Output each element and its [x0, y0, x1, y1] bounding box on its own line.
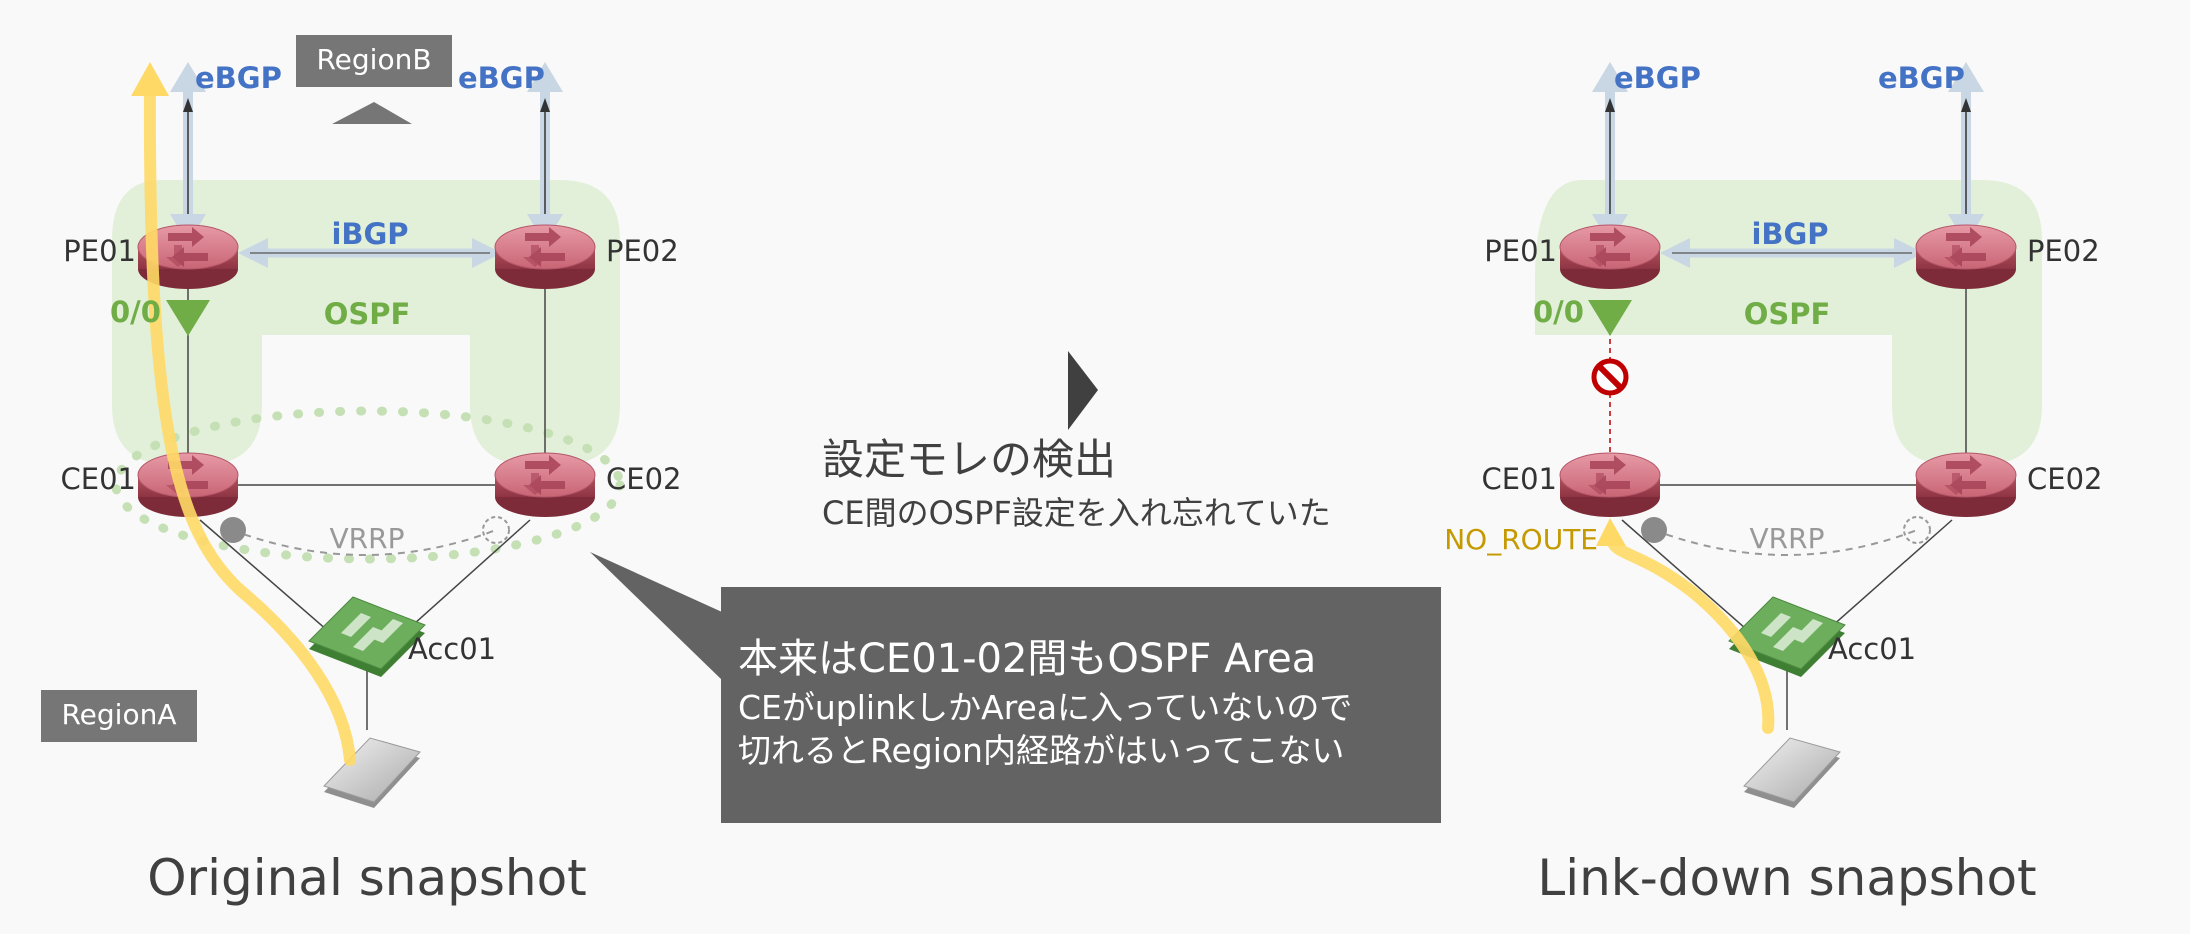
linkdown-snapshot: eBGP eBGP iBGP OSPF 0/0 VRRP NO_ROUTE PE…	[1444, 61, 2102, 907]
no-route-label: NO_ROUTE	[1444, 523, 1598, 556]
callout-box	[721, 587, 1441, 823]
pe02-router-icon	[494, 224, 596, 290]
ibgp-arrow-right-panel	[1660, 238, 1924, 268]
vrrp-backup-dot	[482, 516, 510, 544]
default-route-marker-right-panel	[1588, 300, 1632, 336]
vrrp-backup-dot-right-panel	[1903, 516, 1931, 544]
ebgp-label-right-right-panel: eBGP	[1878, 61, 1965, 95]
expected-ospf-area	[111, 406, 625, 564]
trace-path	[143, 74, 356, 766]
vrrp-master-dot-right-panel	[1641, 517, 1667, 543]
vrrp-arc-right-panel	[1653, 529, 1918, 556]
callout-line-2: 切れるとRegion内経路がはいってこない	[738, 731, 1344, 770]
trace-path-right-panel	[1606, 534, 1775, 734]
no-entry-icon	[1591, 358, 1629, 396]
vrrp-label-right-panel: VRRP	[1750, 522, 1825, 555]
ce02-label-right-panel: CE02	[2027, 462, 2102, 496]
pe02-label: PE02	[606, 234, 679, 268]
default-route-label-right-panel: 0/0	[1533, 295, 1584, 329]
triangle-right-icon	[1068, 351, 1098, 430]
callout-line-1: CEがuplinkしかAreaに入っていないので	[738, 688, 1352, 727]
region-b-label: RegionB	[316, 43, 431, 76]
pe02-router-icon-right-panel	[1915, 224, 2017, 290]
ce01-label: CE01	[61, 462, 136, 496]
default-route-label: 0/0	[110, 295, 161, 329]
ebgp-label-left: eBGP	[195, 61, 282, 95]
ce02-router-icon	[494, 452, 596, 518]
finding-title: 設定モレの検出	[822, 435, 1116, 484]
acc01-label: Acc01	[408, 632, 496, 666]
ce01-label-right-panel: CE01	[1482, 462, 1557, 496]
pe02-label-right-panel: PE02	[2027, 234, 2100, 268]
region-a-label: RegionA	[61, 698, 176, 731]
ce02-label: CE02	[606, 462, 681, 496]
acc01-label-right-panel: Acc01	[1828, 632, 1916, 666]
ibgp-label-right-panel: iBGP	[1751, 217, 1828, 251]
region-b-box	[296, 35, 452, 87]
finding-subtitle: CE間のOSPF設定を入れ忘れていた	[822, 494, 1331, 532]
trace-path-arrowhead-right-panel	[1596, 518, 1626, 546]
original-snapshot: RegionB RegionA eBGP eBGP iBGP OSPF 0/0 …	[41, 35, 681, 907]
callout: 本来はCE01-02間もOSPF Area CEがuplinkしかAreaに入っ…	[590, 552, 1441, 823]
server-icon-right-panel	[1743, 737, 1841, 809]
callout-pointer	[590, 552, 722, 680]
callout-title: 本来はCE01-02間もOSPF Area	[738, 636, 1316, 682]
ebgp-label-right: eBGP	[458, 61, 545, 95]
pe01-router-icon-right-panel	[1559, 224, 1661, 290]
pe01-label: PE01	[63, 234, 136, 268]
region-b-triangle-icon	[332, 102, 412, 124]
trace-path-arrowhead	[131, 62, 169, 96]
ibgp-label: iBGP	[331, 217, 408, 251]
ebgp-label-left-right-panel: eBGP	[1614, 61, 1701, 95]
ce02-router-icon-right-panel	[1915, 452, 2017, 518]
server-icon	[323, 737, 421, 809]
ce01-router-icon-right-panel	[1559, 452, 1661, 518]
ospf-label: OSPF	[324, 297, 411, 331]
original-snapshot-caption: Original snapshot	[147, 849, 587, 907]
pe01-label-right-panel: PE01	[1484, 234, 1557, 268]
ibgp-arrow	[238, 238, 502, 268]
vrrp-arc	[231, 529, 497, 556]
vrrp-label: VRRP	[330, 522, 405, 555]
default-route-marker	[166, 300, 210, 336]
ospf-label-right-panel: OSPF	[1744, 297, 1831, 331]
vrrp-master-dot	[220, 517, 246, 543]
region-a-box	[41, 690, 197, 742]
linkdown-snapshot-caption: Link-down snapshot	[1537, 849, 2036, 907]
